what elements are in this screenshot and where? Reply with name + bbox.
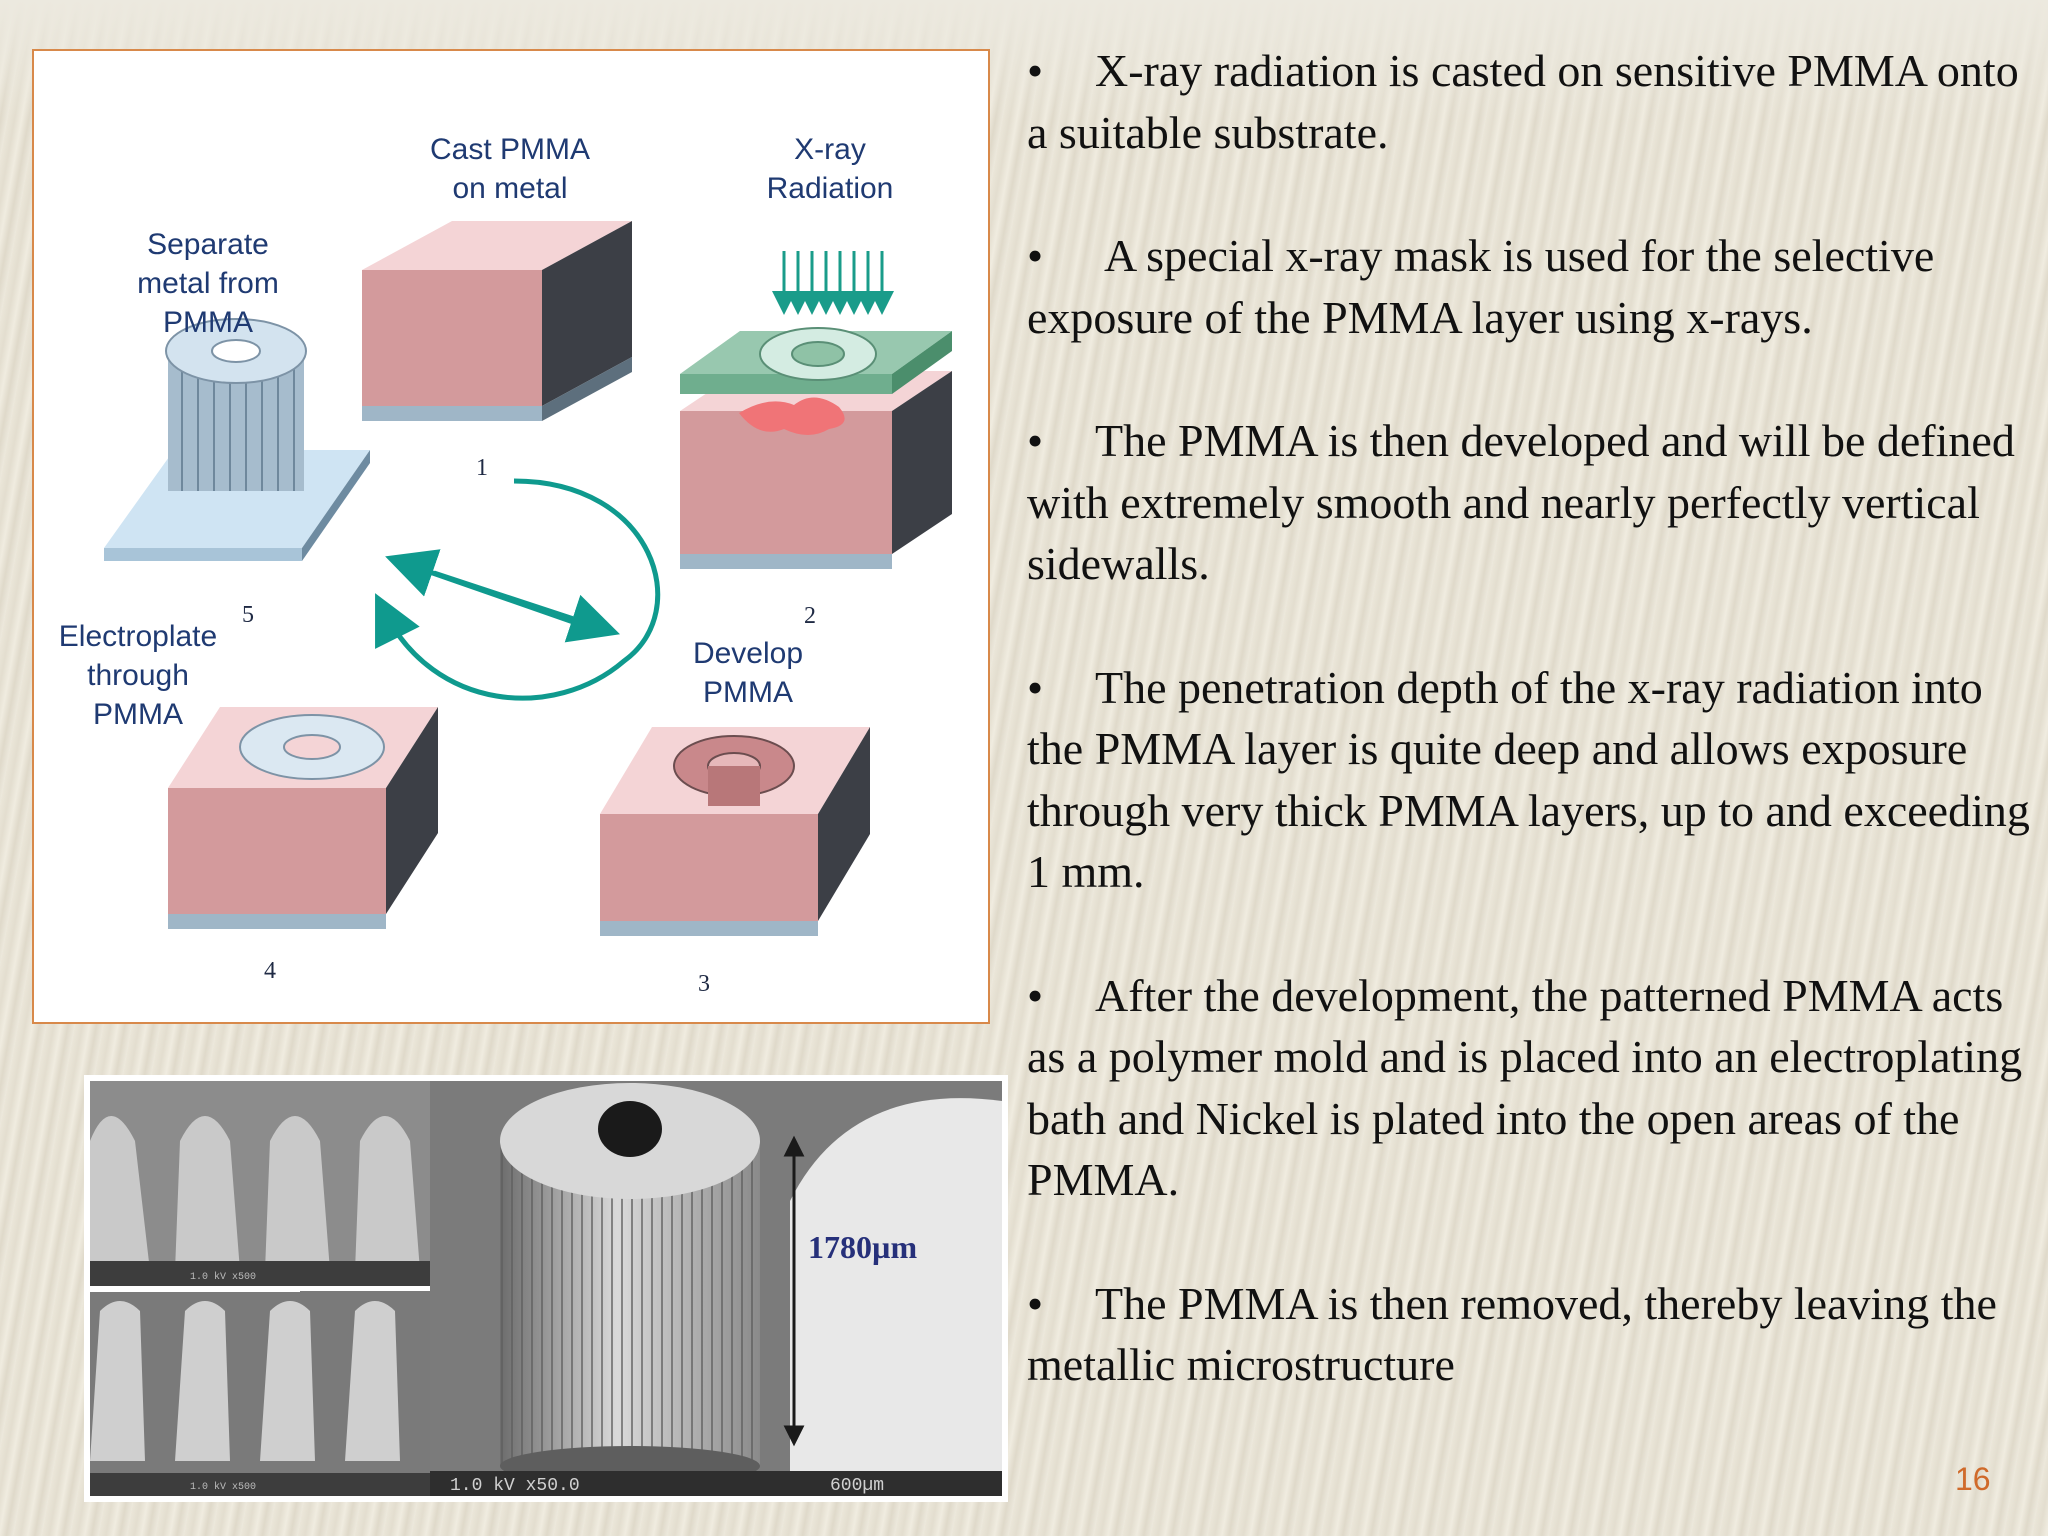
bullet-item-5: •After the development, the patterned PM… [1027,965,2037,1211]
step4-label-line1: Electroplate [59,620,217,653]
bullet-list: •X-ray radiation is casted on sensitive … [1027,40,2037,1458]
step2-label-line2: Radiation [767,172,894,205]
step5-label-line3: PMMA [163,306,253,339]
bullet-text-2: A special x-ray mask is used for the sel… [1027,230,1935,343]
step3-number: 3 [698,971,710,997]
step3-label-line2: PMMA [703,676,793,709]
step3-label-line1: Develop [693,637,803,670]
liga-process-diagram: Cast PMMA on metal 1 X-ray Radiation 2 D… [32,49,990,1024]
sem-scale-text: 600µm [830,1476,884,1496]
bullet-item-4: •The penetration depth of the x-ray radi… [1027,657,2037,903]
sem-scale-label: 1780µm [808,1229,917,1265]
bullet-item-2: • A special x-ray mask is used for the s… [1027,225,2037,348]
step1-number: 1 [476,455,488,481]
step5-label-line2: metal from [137,267,279,300]
sem-gear-cylinder: 1.0 kV x50.0 600µm [430,1081,1002,1496]
cycle-arrows [375,478,661,701]
bullet-text-1: X-ray radiation is casted on sensitive P… [1027,45,2019,158]
step3-block [600,727,870,936]
bullet-marker: • [1027,415,1044,466]
step1-label-line2: on metal [452,172,567,205]
step5-block [104,318,370,561]
step1-block [362,221,632,421]
sem-micrograph: 1.0 kV x500 1.0 kV x500 1.0 kV x50.0 600… [84,1075,1008,1502]
step2-block [680,251,952,569]
step4-label-line3: PMMA [93,698,183,731]
step4-number: 4 [264,958,276,984]
bullet-marker: • [1027,1277,1044,1329]
bullet-text-6: The PMMA is then removed, thereby leavin… [1027,1277,1997,1391]
bullet-marker: • [1027,661,1044,713]
bullet-item-6: •The PMMA is then removed, thereby leavi… [1027,1273,2037,1396]
bullet-item-3: •The PMMA is then developed and will be … [1027,410,2037,595]
bullet-marker: • [1027,969,1044,1021]
bullet-marker: • [1027,230,1044,281]
step1-label-line1: Cast PMMA [430,133,590,166]
bullet-text-5: After the development, the patterned PMM… [1027,969,2023,1206]
slide-page-number: 16 [1955,1461,1991,1497]
step4-block [168,707,438,929]
step5-number: 5 [242,602,254,628]
sem-info-bar: 1.0 kV x50.0 [450,1476,580,1496]
process-diagram-svg: Cast PMMA on metal 1 X-ray Radiation 2 D… [59,133,952,997]
bullet-text-3: The PMMA is then developed and will be d… [1027,415,2015,589]
step4-label-line2: through [87,659,189,692]
bullet-text-4: The penetration depth of the x-ray radia… [1027,661,2030,898]
step2-number: 2 [804,603,816,629]
sem-inset-bottom-info: 1.0 kV x500 [190,1481,256,1493]
sem-micrograph-svg: 1.0 kV x500 1.0 kV x500 1.0 kV x50.0 600… [90,1081,1002,1496]
step2-label-line1: X-ray [794,133,866,166]
sem-inset-top-info: 1.0 kV x500 [190,1271,256,1283]
sem-dimension-arrow [783,1135,805,1447]
sem-inset-bottom: 1.0 kV x500 [90,1291,430,1496]
bullet-item-1: •X-ray radiation is casted on sensitive … [1027,40,2037,163]
step5-label-line1: Separate [147,228,269,261]
sem-inset-top: 1.0 kV x500 [90,1081,430,1286]
bullet-marker: • [1027,45,1044,96]
